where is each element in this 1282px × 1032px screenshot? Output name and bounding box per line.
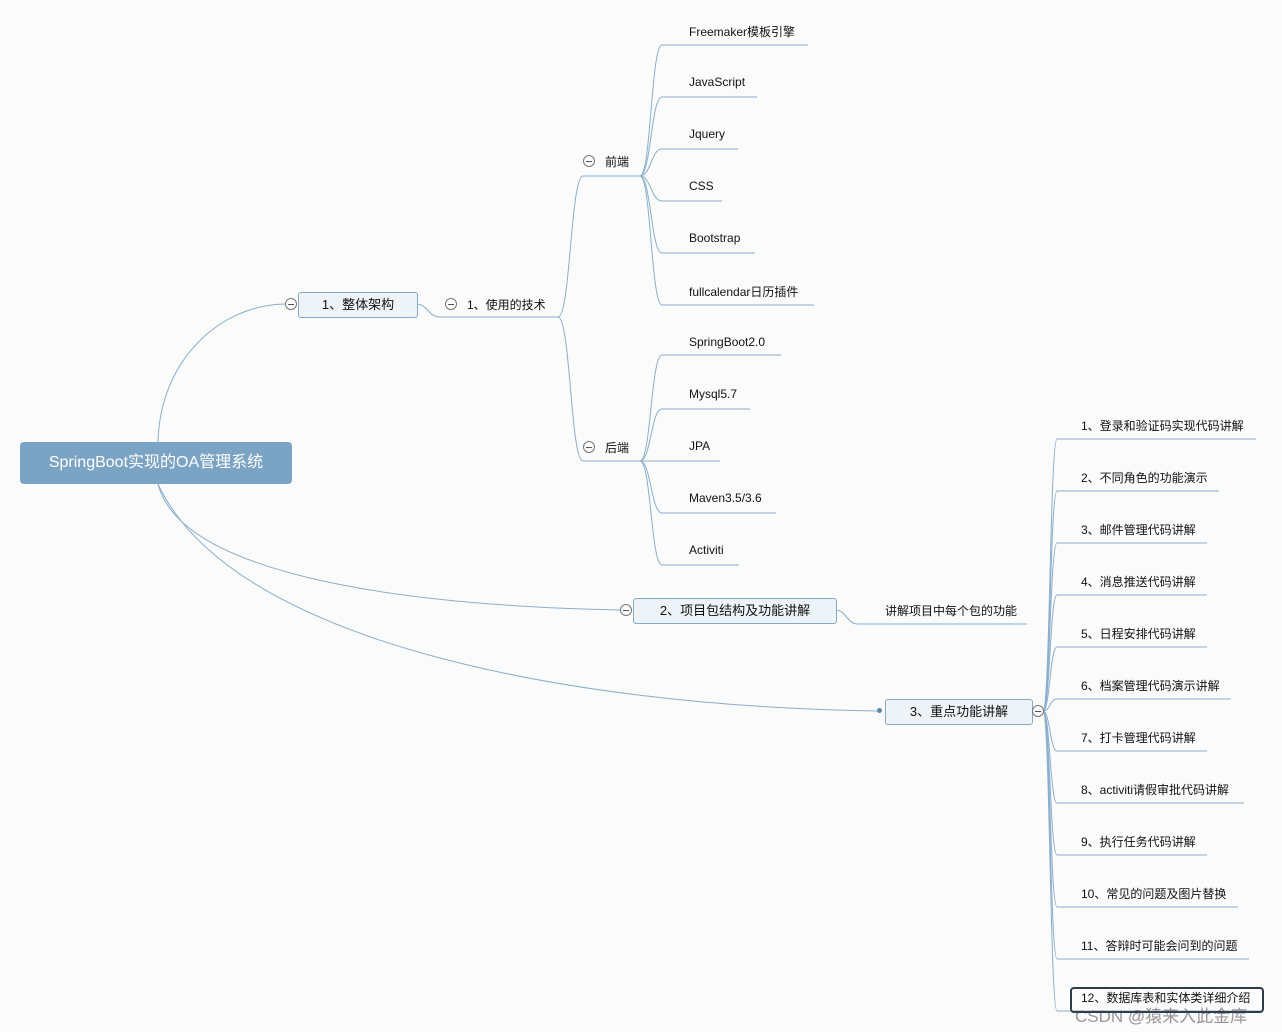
collapse-icon[interactable] [285,298,297,310]
connector-path [557,175,584,318]
feature-item[interactable]: 11、答辩时可能会问到的问题 [1081,939,1238,953]
connector-path [639,354,663,462]
connector-path [639,175,663,202]
connector-path [1042,646,1058,712]
frontend-item[interactable]: JavaScript [689,75,746,89]
backend-item[interactable]: SpringBoot2.0 [689,335,766,349]
connector-path [639,175,663,254]
frontend-item[interactable]: Bootstrap [689,231,741,245]
topic-technologies[interactable]: 1、使用的技术 [467,298,546,312]
backend-item[interactable]: Mysql5.7 [689,387,738,401]
collapse-icon[interactable] [620,604,632,616]
feature-item[interactable]: 1、登录和验证码实现代码讲解 [1081,419,1244,433]
watermark: CSDN @猿来入此金库 [1075,1007,1248,1026]
feature-item[interactable]: 4、消息推送代码讲解 [1081,575,1196,589]
frontend-item[interactable]: fullcalendar日历插件 [689,285,799,299]
feature-item[interactable]: 5、日程安排代码讲解 [1081,627,1196,641]
feature-item-selected[interactable]: 12、数据库表和实体类详细介绍 [1081,991,1251,1005]
connector-dot [877,708,882,713]
backend-item[interactable]: Maven3.5/3.6 [689,491,762,505]
topic-key-features[interactable]: 3、重点功能讲解 [885,699,1033,725]
feature-item[interactable]: 7、打卡管理代码讲解 [1081,731,1196,745]
frontend-item[interactable]: Freemaker模板引擎 [689,25,796,39]
connector-path [639,460,663,566]
feature-item[interactable]: 10、常见的问题及图片替换 [1081,887,1227,901]
connector-path [639,460,663,514]
connector-path [1042,710,1058,960]
selected-highlight [1070,987,1264,1013]
feature-item[interactable]: 9、执行任务代码讲解 [1081,835,1196,849]
connector-path [639,175,663,306]
feature-item[interactable]: 8、activiti请假审批代码讲解 [1081,783,1230,797]
topic-package-detail[interactable]: 讲解项目中每个包的功能 [885,604,1018,618]
connector-path [557,316,584,462]
connector-path [834,609,859,625]
collapse-icon[interactable] [583,155,595,167]
backend-item[interactable]: JPA [689,439,711,453]
connector-path [157,483,878,712]
connector-path [157,483,621,611]
connector-path [639,96,663,177]
connector-path [1042,698,1058,712]
topic-package-structure[interactable]: 2、项目包结构及功能讲解 [633,598,837,624]
connector-path [639,408,663,462]
connector-path [1042,438,1058,712]
collapse-icon[interactable] [1032,705,1044,717]
feature-item[interactable]: 6、档案管理代码演示讲解 [1081,679,1220,693]
root-topic[interactable]: SpringBoot实现的OA管理系统 [20,442,292,484]
feature-item[interactable]: 3、邮件管理代码讲解 [1081,523,1196,537]
backend-item[interactable]: Activiti [689,543,724,557]
connector-path [157,303,286,443]
connector-path [639,148,663,177]
connector-path [415,303,441,318]
collapse-icon[interactable] [445,298,457,310]
connector-path [1042,710,1058,1012]
frontend-item[interactable]: Jquery [689,127,726,141]
topic-frontend[interactable]: 前端 [605,155,630,169]
topic-backend[interactable]: 后端 [605,441,630,455]
connector-path [639,44,663,177]
topic-overall-architecture[interactable]: 1、整体架构 [298,292,418,318]
feature-item[interactable]: 2、不同角色的功能演示 [1081,471,1208,485]
frontend-item[interactable]: CSS [689,179,714,193]
collapse-icon[interactable] [583,441,595,453]
connector-path [1042,594,1058,712]
